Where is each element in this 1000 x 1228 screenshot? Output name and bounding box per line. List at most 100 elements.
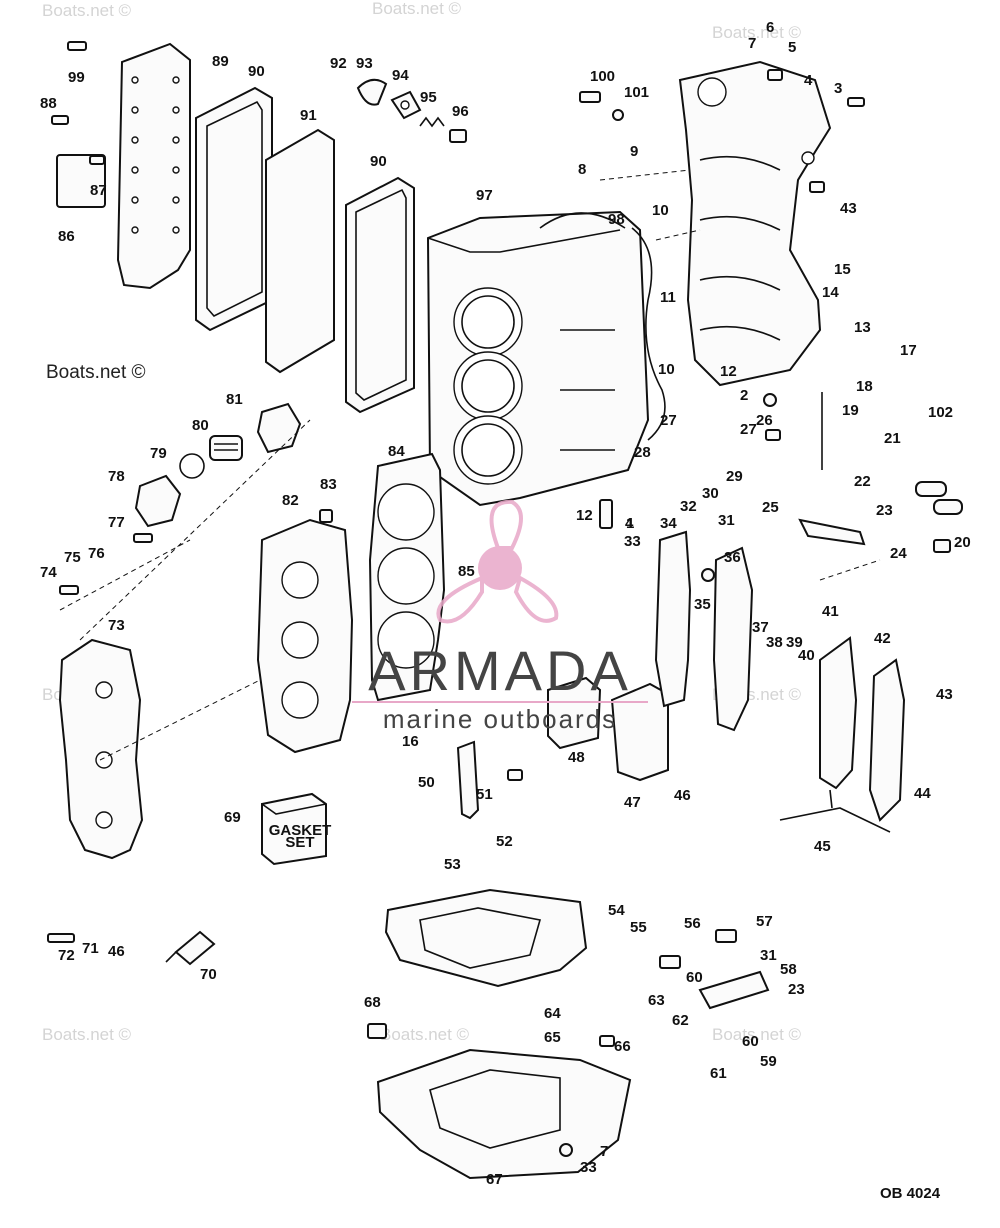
part-number-label: 34 [660,515,677,532]
part-number-label: 86 [58,228,75,245]
part-number-label: 82 [282,492,299,509]
head-gasket [368,452,446,702]
part-number-label: 31 [718,512,735,529]
part-number-label: 37 [752,619,769,636]
part-number-label: 38 [766,634,783,651]
part-number-label: 60 [686,969,703,986]
water-valve [449,129,467,143]
part-number-label: 19 [842,402,859,419]
part-number-label: 7 [600,1143,608,1160]
site-watermark: Boats.net © [42,1025,132,1044]
part-number-label: 63 [648,992,665,1009]
part-number-label: 27 [660,412,677,429]
intake-plate [610,682,669,782]
part-number-label: 80 [192,417,209,434]
part-number-label: 88 [40,95,57,112]
part-number-label: 96 [452,103,469,120]
exhaust-gasket-lower [345,176,415,414]
diagram-reference: OB 4024 [880,1185,941,1202]
part-number-label: 61 [710,1065,727,1082]
part-number-label: 73 [108,617,125,634]
part-number-label: 4 [804,72,813,89]
part-number-label: 33 [580,1159,597,1176]
part-number-label: 41 [822,603,839,620]
part-number-label: 32 [680,498,697,515]
part-number-label: 100 [590,68,615,85]
part-number-label: 29 [726,468,743,485]
part-number-label: 47 [624,794,641,811]
part-number-label: 14 [822,284,839,301]
part-number-label: 57 [756,913,773,930]
part-number-label: 18 [856,378,873,395]
part-number-label: 89 [212,53,229,70]
part-number-label: 97 [476,187,493,204]
part-number-labels: 1234456778910101112121314151617181920212… [40,19,971,1188]
intake-gasket [547,676,602,750]
part-number-label: 45 [814,838,831,855]
part-number-label: 70 [200,966,217,983]
part-number-label: 50 [418,774,435,791]
part-number-label: 35 [694,596,711,613]
site-watermark: Boats.net © [42,1,132,20]
part-number-label: 75 [64,549,81,566]
manifold-cover [868,658,906,822]
head-cover [58,638,144,860]
thermostat-housing-gasket [256,402,302,454]
part-number-label: 94 [392,67,409,84]
part-number-label: 22 [854,473,871,490]
exhaust-gasket [195,86,273,332]
adaptor-gasket [384,888,588,988]
part-number-label: 79 [150,445,167,462]
part-number-label: 48 [568,749,585,766]
part-number-label: 67 [486,1171,503,1188]
part-number-label: 16 [402,733,419,750]
part-number-label: 12 [720,363,737,380]
part-number-label: 30 [702,485,719,502]
part-number-label: 52 [496,833,513,850]
brand-tagline: marine outboards [383,704,617,734]
part-number-label: 10 [652,202,669,219]
part-number-label: 44 [914,785,931,802]
part-number-label: 76 [88,545,105,562]
part-number-label: 23 [876,502,893,519]
part-number-label: 1 [626,515,634,532]
thermostat-gasket [179,453,205,479]
spark-plug [165,930,216,966]
part-number-label: 95 [420,89,437,106]
part-number-label: 15 [834,261,851,278]
part-number-label: 5 [788,39,796,56]
part-number-label: 42 [874,630,891,647]
part-number-label: 54 [608,902,625,919]
bypass-cover [654,530,692,708]
link-rod [779,789,891,833]
site-watermark: Boats.net © [380,1025,470,1044]
part-number-label: 55 [630,919,647,936]
part-number-label: 64 [544,1005,561,1022]
part-number-label: 85 [458,563,475,580]
crankcase [678,60,832,387]
part-number-label: 27 [740,421,757,438]
part-number-label: 90 [370,153,387,170]
part-number-label: 51 [476,786,493,803]
part-number-label: 23 [788,981,805,998]
part-number-label: 10 [658,361,675,378]
part-number-label: 7 [748,35,756,52]
part-number-label: 40 [798,647,815,664]
part-number-label: 58 [780,961,797,978]
part-number-label: 77 [108,514,125,531]
fasteners [47,41,963,1157]
part-number-label: 43 [936,686,953,703]
part-number-label: 87 [90,182,107,199]
part-number-label: 24 [890,545,907,562]
brand-name: ARMADA [368,639,632,702]
part-number-label: 8 [578,161,586,178]
exhaust-inner-plate [265,128,335,374]
part-number-label: 11 [660,289,676,306]
water-housing [390,90,422,120]
part-number-label: 26 [756,412,773,429]
part-number-label: 101 [624,84,649,101]
part-number-label: 69 [224,809,241,826]
part-number-label: 2 [740,387,748,404]
part-number-label: 81 [226,391,243,408]
